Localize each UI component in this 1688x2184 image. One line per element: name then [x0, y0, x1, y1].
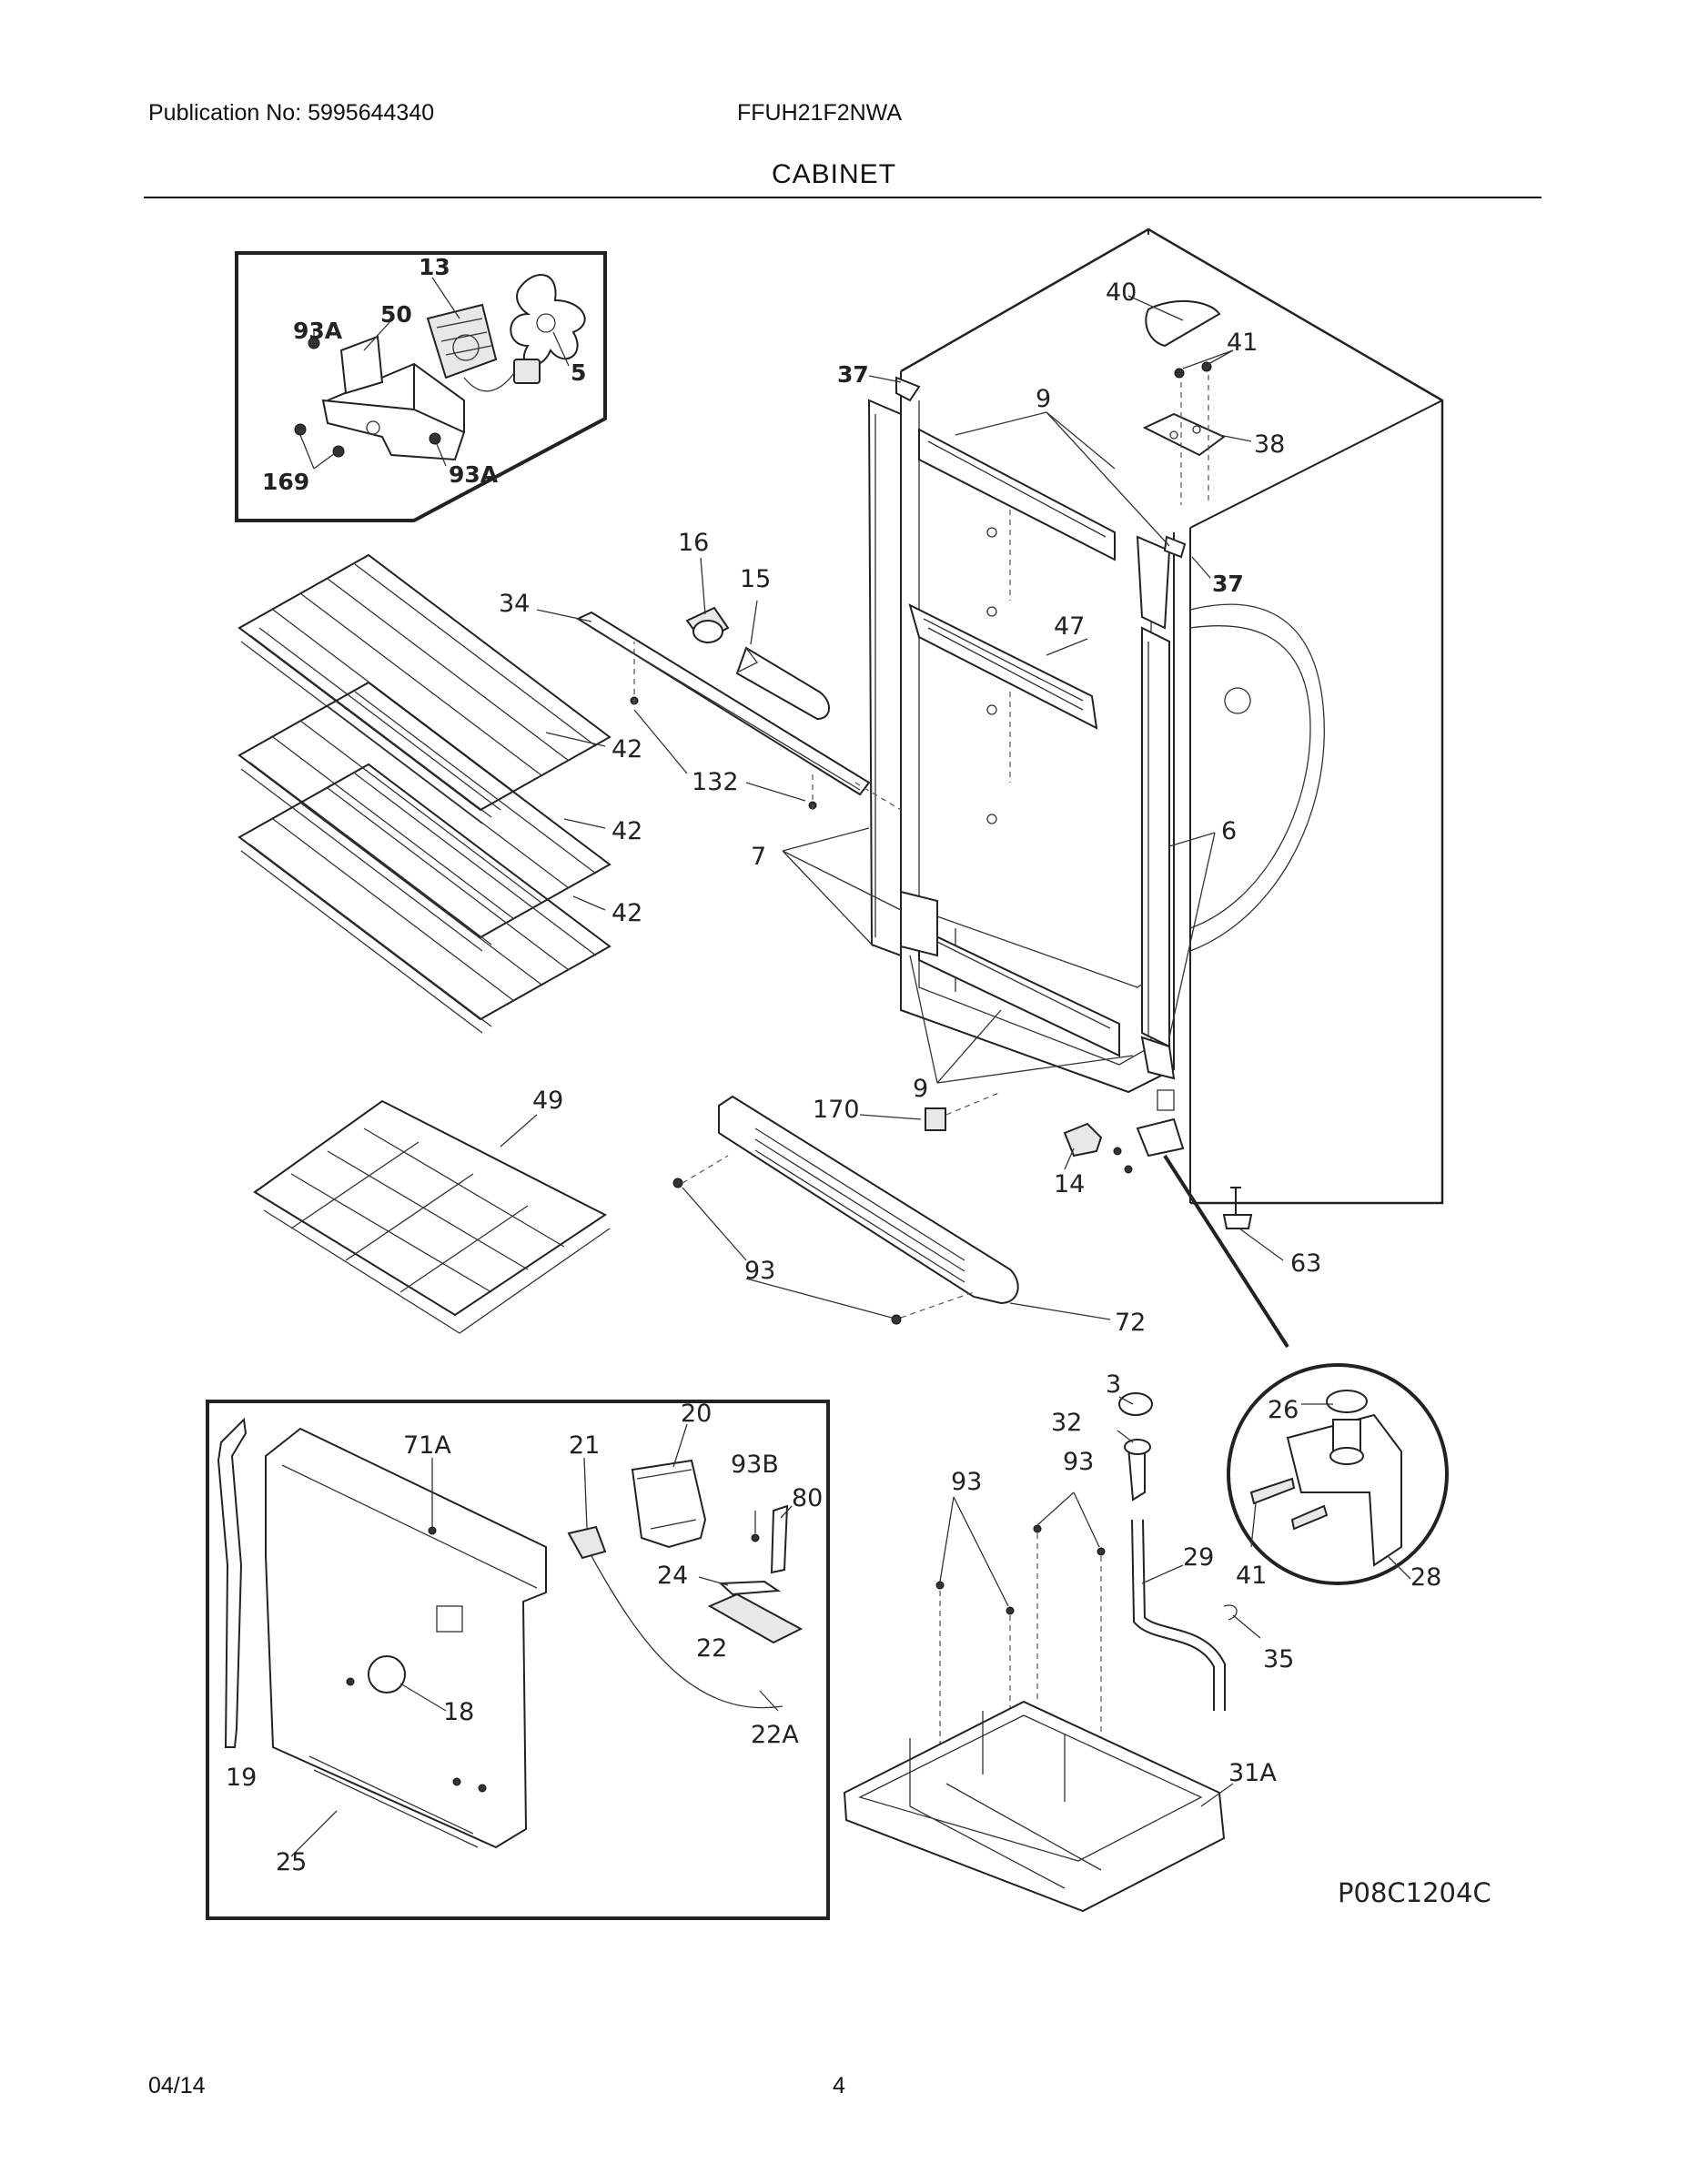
callout-14: 14	[1054, 1170, 1085, 1198]
light-shield	[908, 603, 1098, 730]
callout-19: 19	[226, 1764, 257, 1792]
callout-26: 26	[1268, 1396, 1299, 1424]
callout-93b: 93B	[731, 1451, 779, 1479]
callout-170: 170	[813, 1096, 860, 1124]
callout-6: 6	[1221, 817, 1237, 845]
drain-pan-assembly	[843, 1392, 1261, 1913]
callout-labels: 13 50 93A 5 169 93A 37 37 40 41 38 9 9 1…	[226, 254, 1441, 1876]
toe-grille	[672, 1095, 1019, 1325]
callout-72: 72	[1115, 1309, 1146, 1337]
callout-24: 24	[657, 1562, 688, 1590]
callout-31a: 31A	[1228, 1759, 1277, 1787]
callout-93a-2: 93A	[449, 461, 499, 488]
callout-41: 41	[1227, 329, 1258, 357]
callout-15: 15	[740, 565, 771, 593]
callout-80: 80	[792, 1484, 823, 1512]
bottom-hardware	[925, 1091, 1289, 1349]
callout-9: 9	[1036, 385, 1051, 413]
callout-169: 169	[262, 469, 309, 495]
callout-71a: 71A	[403, 1431, 451, 1460]
light-bracket	[575, 611, 902, 811]
light-assembly	[685, 606, 830, 721]
callout-9-2: 9	[913, 1075, 928, 1103]
callout-42-2: 42	[612, 817, 642, 845]
footer-page-number: 4	[833, 2073, 845, 2098]
callout-40: 40	[1106, 278, 1137, 307]
leader-lines	[500, 295, 1284, 1320]
callout-28: 28	[1410, 1563, 1441, 1592]
callout-16: 16	[678, 529, 709, 557]
callout-32: 32	[1051, 1409, 1082, 1437]
callout-34: 34	[499, 590, 530, 618]
wire-shelves	[238, 553, 612, 1034]
section-title: CABINET	[772, 159, 897, 189]
callout-132: 132	[692, 768, 739, 796]
callout-18: 18	[443, 1698, 474, 1726]
callout-93-2: 93	[951, 1468, 982, 1496]
callout-5: 5	[571, 359, 586, 386]
callout-37-2: 37	[1212, 571, 1244, 597]
callout-37: 37	[837, 361, 869, 388]
callout-42: 42	[612, 735, 642, 763]
callout-47: 47	[1054, 612, 1085, 641]
evaporator-cover-inset	[206, 1400, 830, 1920]
header-rule	[144, 197, 1541, 198]
model-number: FFUH21F2NWA	[737, 100, 903, 126]
callout-29: 29	[1183, 1543, 1214, 1572]
callout-3: 3	[1106, 1370, 1121, 1399]
callout-7: 7	[751, 843, 766, 871]
callout-49: 49	[532, 1087, 563, 1115]
callout-21: 21	[569, 1431, 600, 1460]
callout-50: 50	[380, 301, 412, 328]
breaker-strips	[867, 399, 1176, 1080]
callout-93: 93	[744, 1257, 775, 1285]
callout-41-2: 41	[1236, 1562, 1267, 1590]
publication-number: Publication No: 5995644340	[148, 100, 435, 126]
callout-25: 25	[276, 1848, 307, 1876]
callout-13: 13	[419, 254, 450, 280]
fan-motor-inset	[235, 251, 607, 522]
callout-22: 22	[696, 1634, 727, 1663]
bottom-hinge-detail	[1227, 1363, 1449, 1585]
callout-93-3: 93	[1063, 1448, 1094, 1476]
footer-date: 04/14	[148, 2073, 206, 2098]
callout-38: 38	[1254, 430, 1285, 459]
callout-63: 63	[1290, 1249, 1321, 1278]
callout-22a: 22A	[751, 1721, 799, 1749]
callout-35: 35	[1263, 1645, 1294, 1673]
freezer-basket	[253, 1099, 611, 1334]
diagram-code: P08C1204C	[1338, 1877, 1491, 1908]
callout-20: 20	[681, 1400, 712, 1428]
callout-42-3: 42	[612, 899, 642, 927]
callout-93a: 93A	[293, 318, 343, 344]
